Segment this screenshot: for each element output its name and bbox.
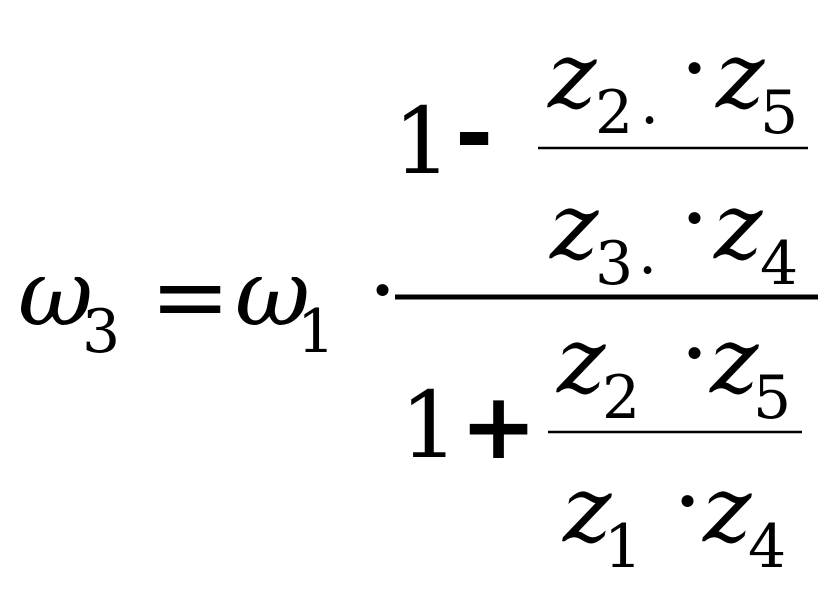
z2-bottom-subscript: 2 [602,363,640,433]
z4-bottom-symbol: z [702,456,752,563]
z2-top-symbol: z [547,22,597,129]
small-dot: . [640,68,659,138]
denominator-one: 1 [400,372,459,479]
small-dot: . [638,218,657,288]
numerator-one: 1 [393,88,452,195]
multiply-dot: · [680,165,709,272]
z1-symbol: z [562,456,612,563]
z4-top-subscript: 4 [760,229,798,299]
multiply-dot: · [680,300,709,407]
multiply-dot: · [368,237,397,344]
z2-top-subscript: 2 [595,78,633,148]
z3-subscript: 3 [595,229,633,299]
z4-bottom-subscript: 4 [748,512,786,582]
omega-1-symbol: ω [235,240,310,347]
z5-top-symbol: z [715,22,765,129]
z1-subscript: 1 [604,512,642,582]
equals-sign: = [150,241,230,353]
multiply-dot: · [673,448,702,555]
omega-3-subscript: 3 [82,297,120,367]
z5-bottom-symbol: z [709,307,759,414]
omega-3-symbol: ω [18,240,93,347]
omega-1-subscript: 1 [297,297,335,367]
z5-bottom-subscript: 5 [753,363,791,433]
z4-top-symbol: z [713,173,763,280]
minus-sign: - [455,80,493,187]
z5-top-subscript: 5 [760,78,798,148]
z2-bottom-symbol: z [556,307,606,414]
plus-sign: + [460,373,537,480]
multiply-dot: · [680,15,709,122]
z3-symbol: z [549,173,599,280]
